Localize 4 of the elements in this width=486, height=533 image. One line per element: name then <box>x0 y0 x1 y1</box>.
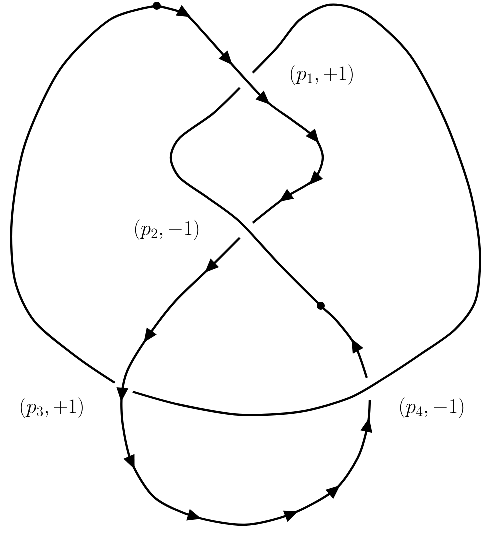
crossing-label: $(p_2,-1)$ <box>135 220 199 240</box>
crossing-label: $(p_1,+1)$ <box>291 64 353 86</box>
crossing-label: $(p_3,+1)$ <box>21 398 83 418</box>
crossing-label: $(p_4,-1)$ <box>400 398 464 418</box>
